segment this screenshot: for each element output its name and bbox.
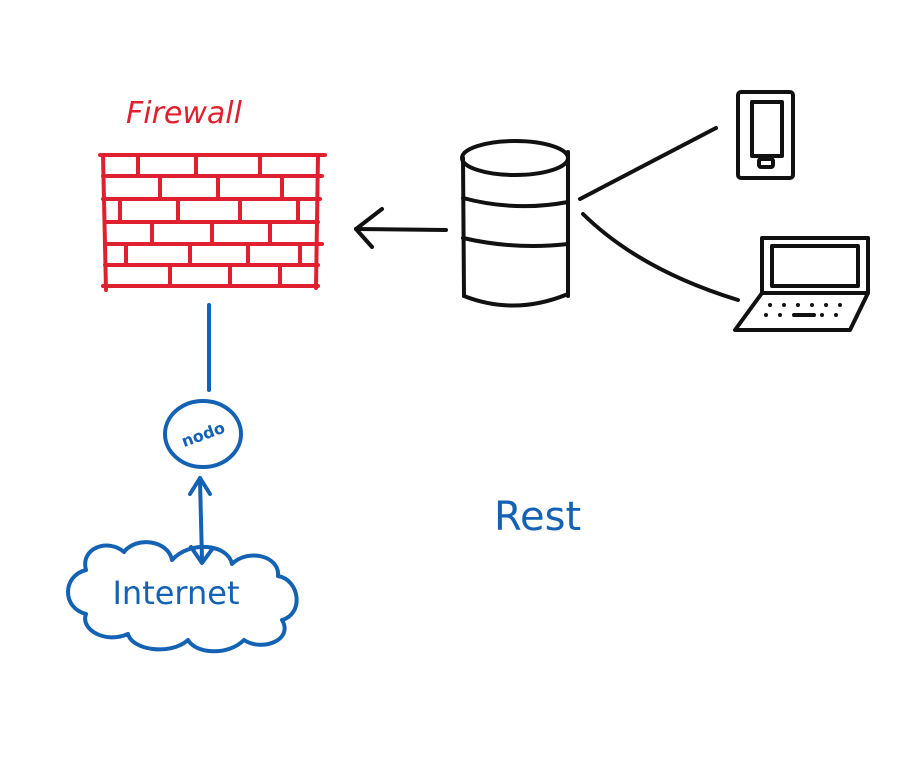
server-to-firewall-arrow: [354, 207, 448, 249]
cloud-icon: [66, 540, 299, 654]
laptop-keyboard: [764, 303, 842, 317]
brick-wall-icon: [98, 153, 327, 292]
laptop-icon: [733, 236, 870, 332]
firewall-label: Firewall: [126, 96, 243, 131]
server-device-links: [578, 126, 740, 302]
node-internet-arrow: [188, 476, 215, 565]
rest-label: Rest: [494, 494, 581, 540]
database-cylinder-icon: [460, 139, 570, 308]
node-circle: nodo: [163, 399, 243, 469]
node-label: nodo: [179, 418, 228, 451]
smartphone-icon: [736, 90, 795, 180]
internet-label: Internet: [112, 574, 239, 612]
